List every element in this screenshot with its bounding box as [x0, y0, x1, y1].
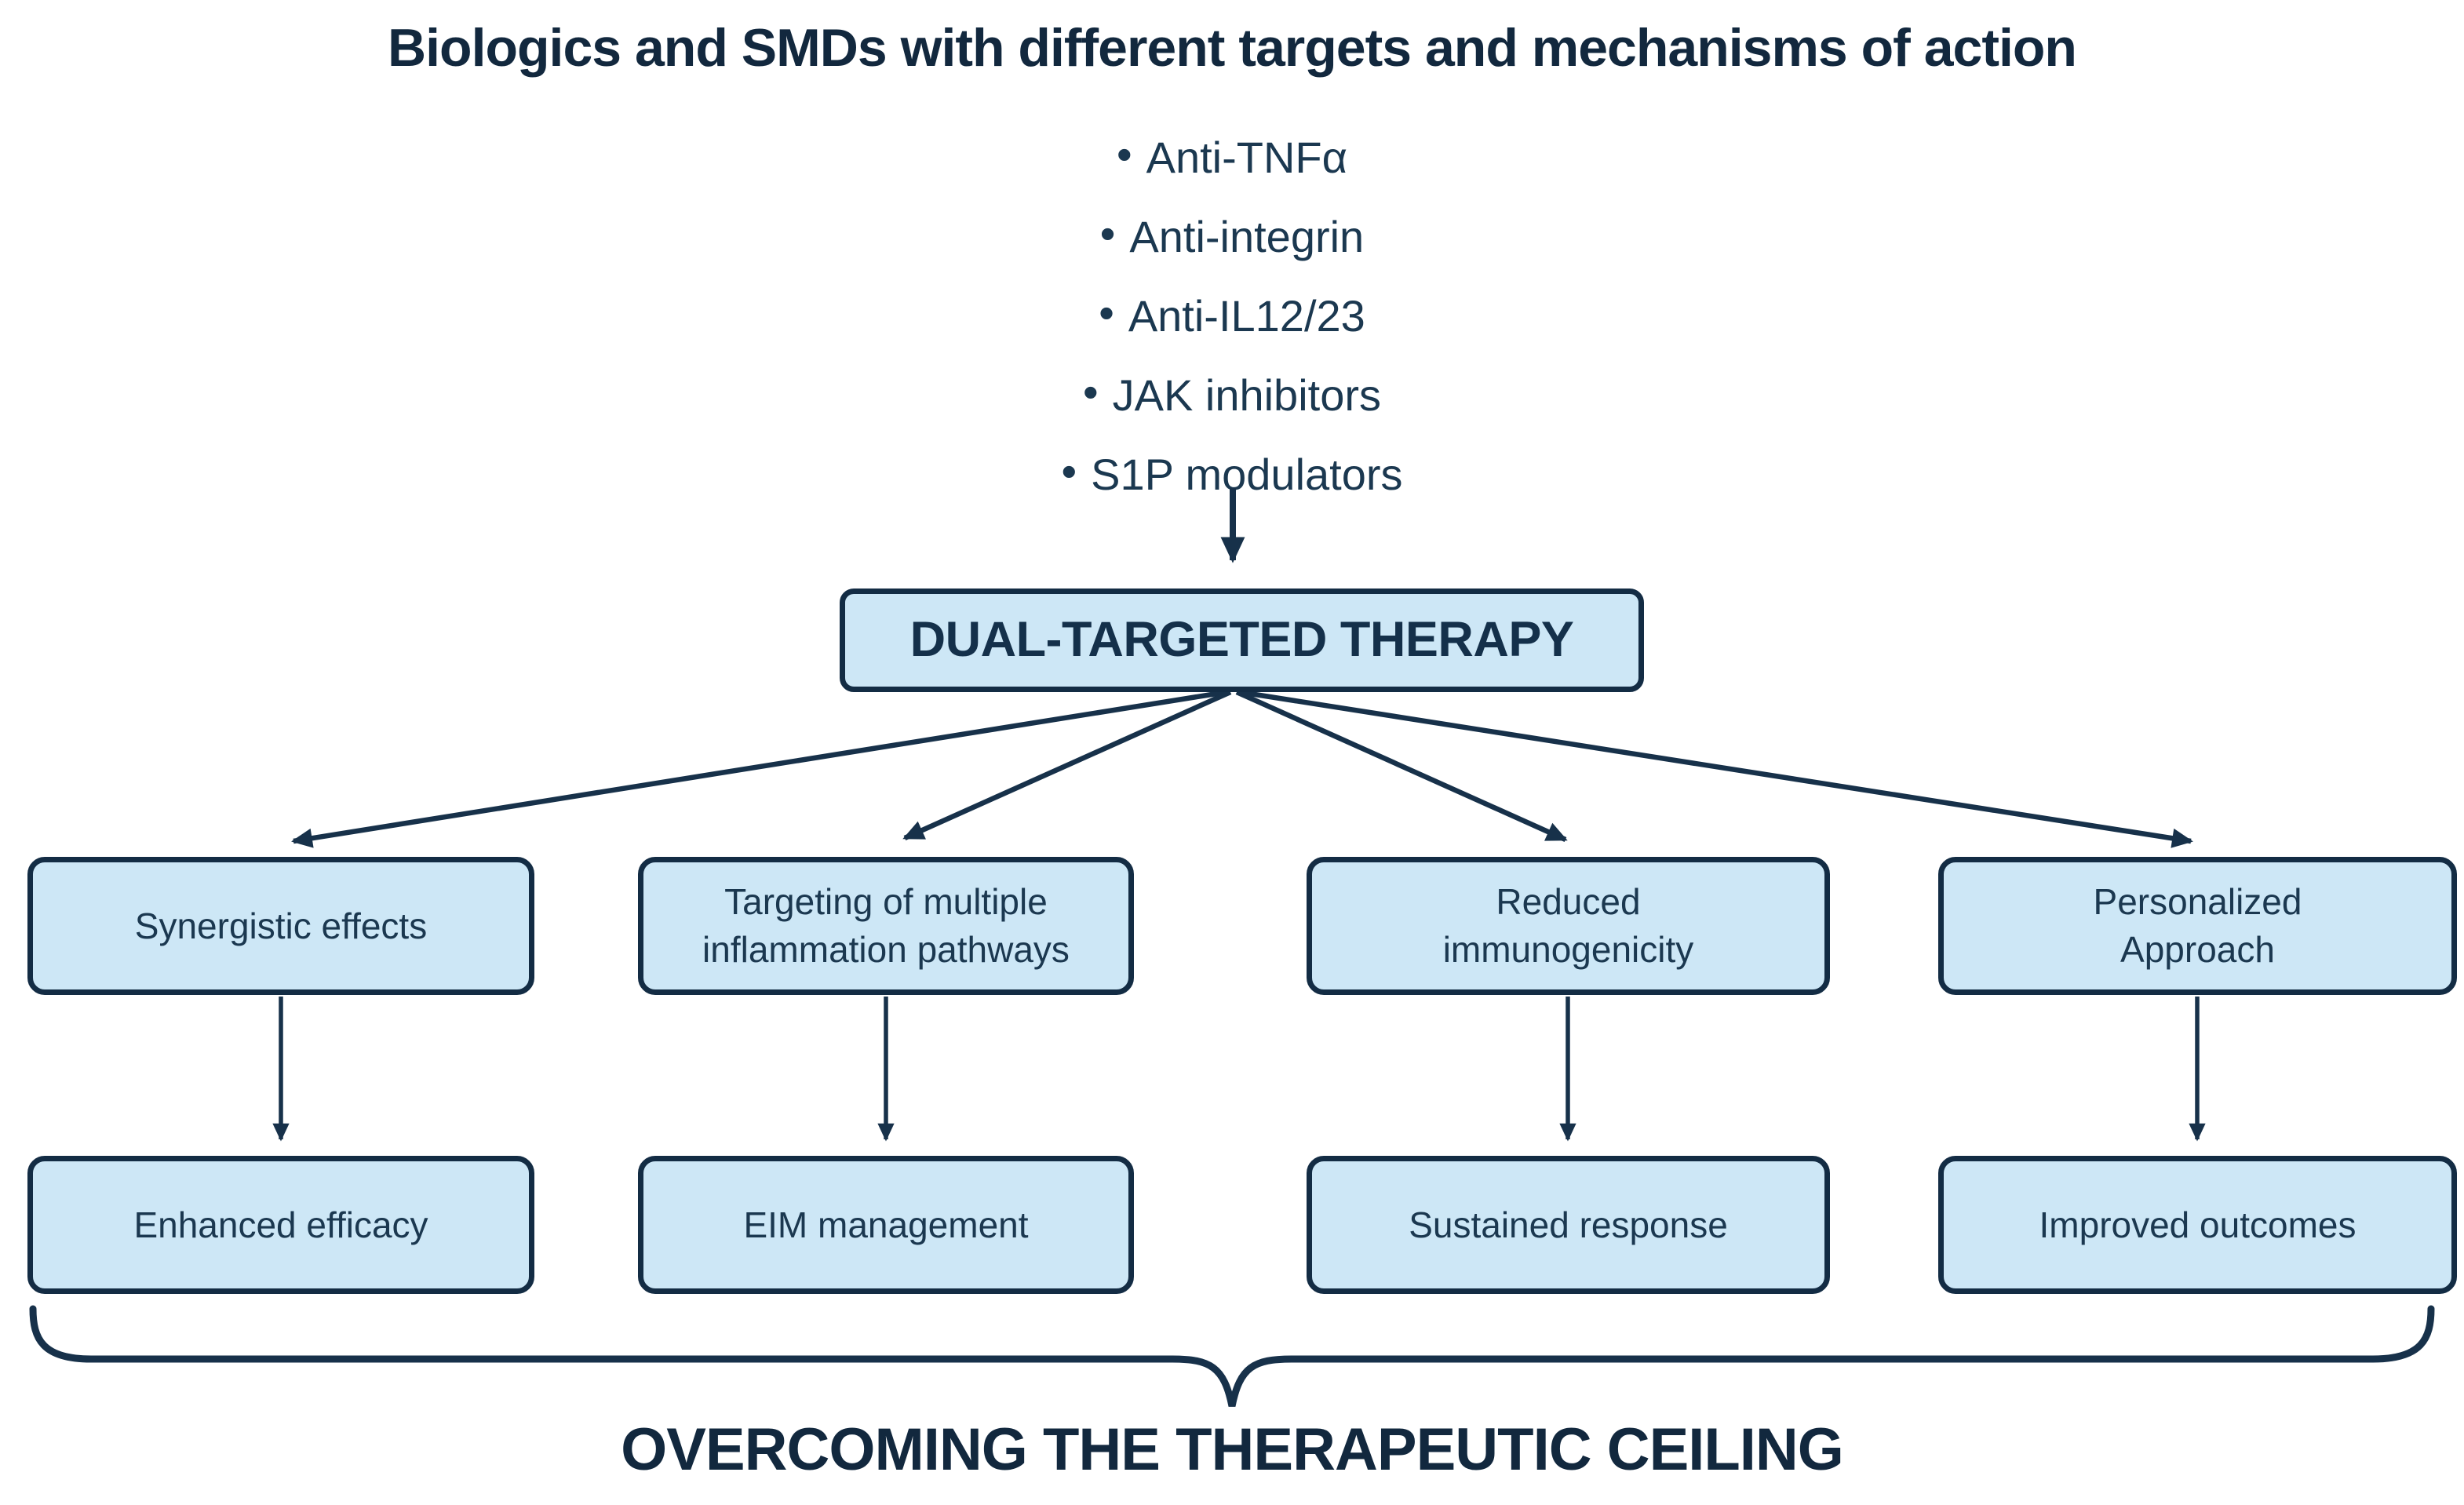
benefit-box-multiple-pathways: Targeting of multiple inflammation pathw…	[638, 857, 1134, 995]
outcome-box-improved-outcomes: Improved outcomes	[1938, 1156, 2457, 1294]
bullet-icon: •	[1099, 209, 1116, 258]
arrow-therapy-to-benefit-1	[291, 689, 1227, 848]
mechanism-label: Anti-IL12/23	[1128, 291, 1365, 341]
mechanism-item: • Anti-TNFα	[0, 118, 2464, 197]
mechanism-label: Anti-TNFα	[1146, 133, 1347, 182]
mechanism-item: • Anti-integrin	[0, 197, 2464, 276]
page-title: Biologics and SMDs with different target…	[388, 18, 2077, 78]
mechanism-item: • S1P modulators	[0, 435, 2464, 514]
mechanism-list: •Anti-TNFα •Anti-integrin •Anti-IL12/23 …	[0, 118, 2464, 514]
mechanism-label: Anti-integrin	[1129, 212, 1365, 261]
benefit-box-personalized-approach: Personalized Approach	[1938, 857, 2457, 995]
footer-title: OVERCOMING THE THERAPEUTIC CEILING	[621, 1416, 1844, 1483]
dual-therapy-node: DUAL-TARGETED THERAPY	[840, 589, 1644, 692]
outcome-box-enhanced-efficacy: Enhanced efficacy	[27, 1156, 534, 1294]
curly-brace	[29, 1305, 2435, 1407]
bullet-icon: •	[1117, 129, 1132, 179]
dual-therapy-label: DUAL-TARGETED THERAPY	[909, 612, 1574, 668]
bullet-icon: •	[1061, 446, 1077, 496]
arrow-therapy-to-benefit-2	[902, 690, 1232, 840]
mechanism-item: • JAK inhibitors	[0, 355, 2464, 435]
bullet-icon: •	[1099, 288, 1114, 337]
outcome-box-eim-management: EIM management	[638, 1156, 1134, 1294]
arrow-therapy-to-benefit-4	[1239, 689, 2193, 848]
bullet-icon: •	[1083, 367, 1099, 417]
mechanism-label: JAK inhibitors	[1112, 370, 1381, 420]
mechanism-label: S1P modulators	[1091, 450, 1403, 499]
arrow-therapy-to-benefit-3	[1235, 690, 1568, 842]
benefit-box-reduced-immunogenicity: Reduced immunogenicity	[1307, 857, 1830, 995]
mechanism-item: • Anti-IL12/23	[0, 276, 2464, 355]
benefit-box-synergistic-effects: Synergistic effects	[27, 857, 534, 995]
outcome-box-sustained-response: Sustained response	[1307, 1156, 1830, 1294]
